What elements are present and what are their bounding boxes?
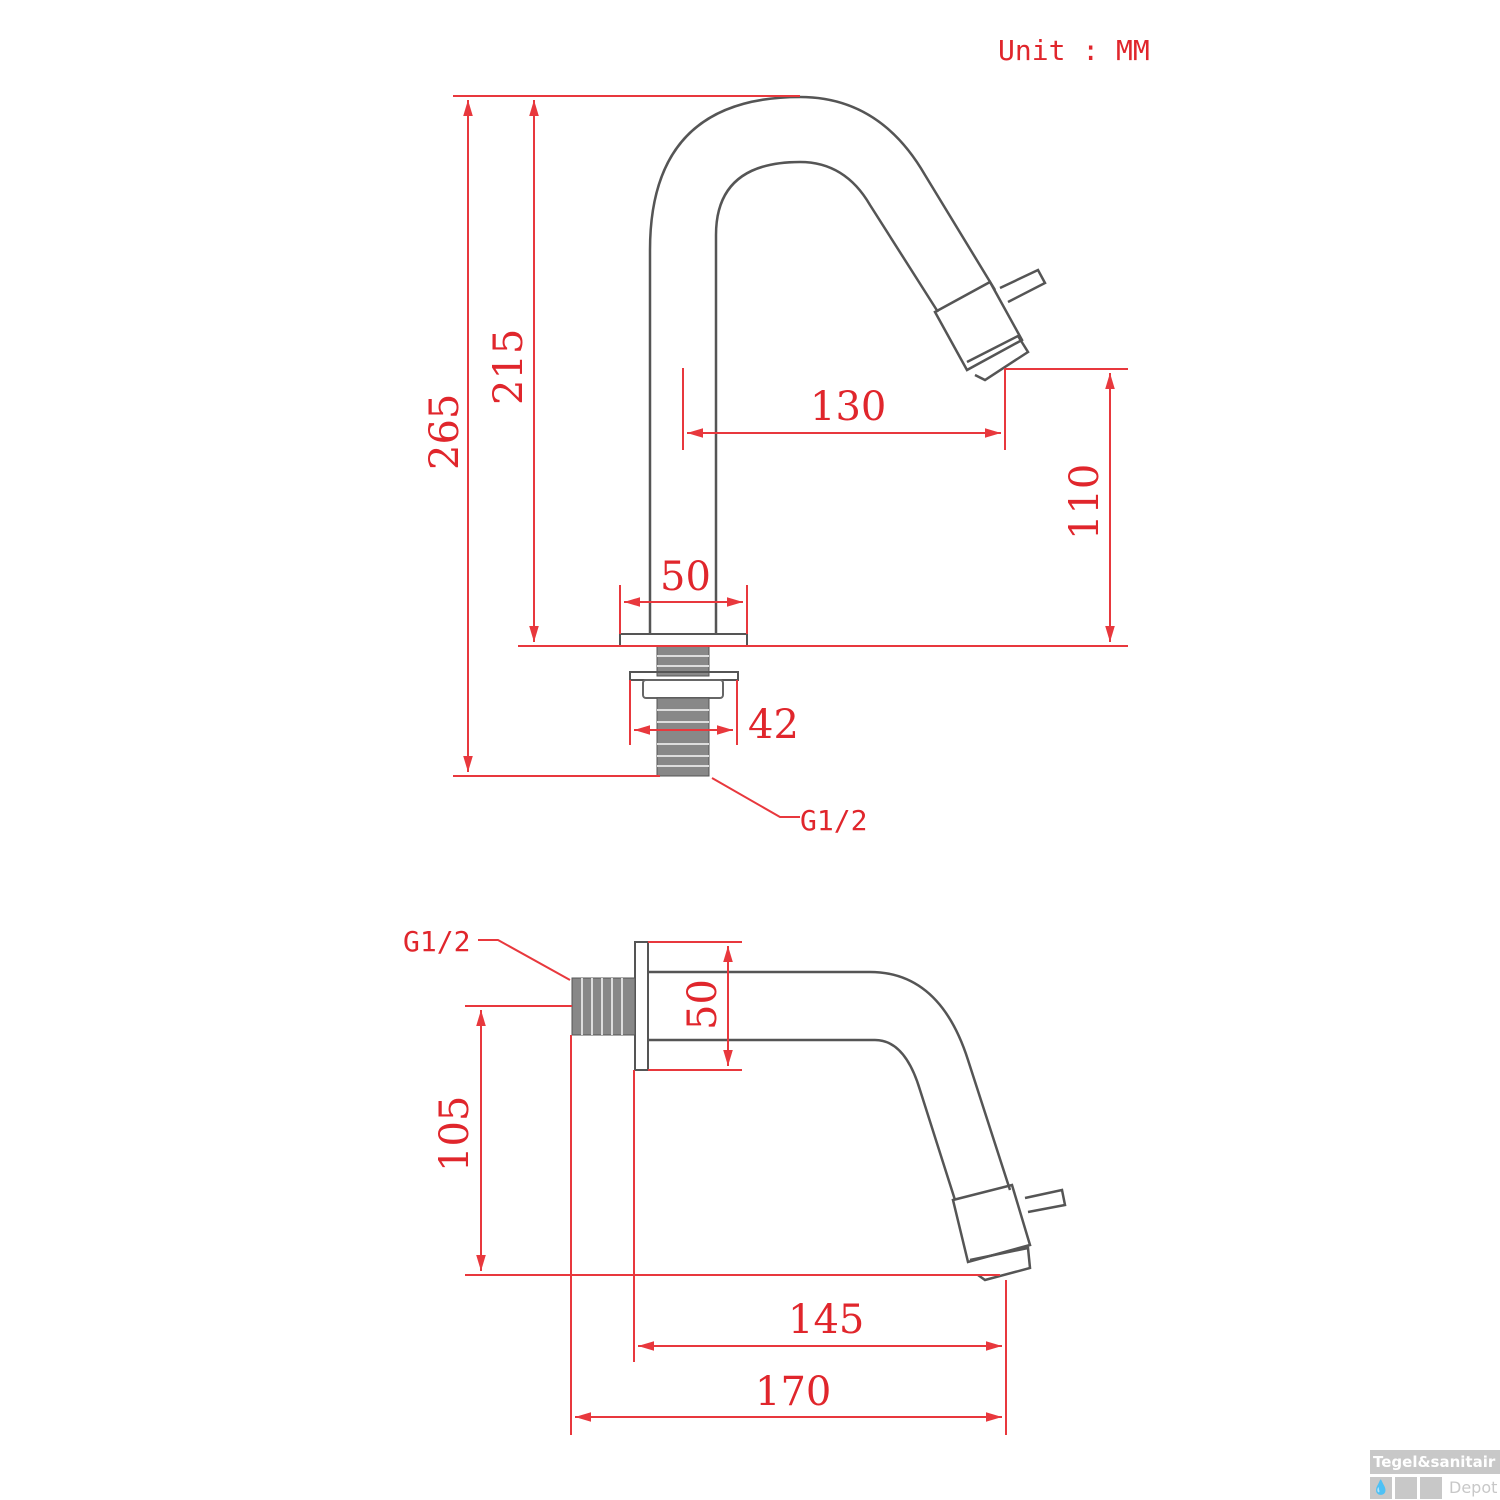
logo-line1: Tegel&sanitair — [1370, 1450, 1500, 1474]
dim-reach: 130 — [810, 384, 886, 430]
brand-logo: Tegel&sanitair 💧 Depot — [1370, 1450, 1500, 1500]
dim-nut-diameter: 42 — [748, 702, 799, 748]
top-view-faucet — [571, 941, 1067, 1282]
thread-label-top: G1/2 — [403, 925, 470, 958]
dim-total-length: 170 — [755, 1369, 831, 1415]
logo-square — [1420, 1477, 1442, 1499]
logo-square — [1395, 1477, 1417, 1499]
logo-line2: Depot — [1449, 1478, 1498, 1497]
dim-reach-from-flange: 145 — [788, 1297, 864, 1343]
top-view-dimensions: G1/2 50 105 145 170 — [403, 925, 1007, 1435]
drop-icon: 💧 — [1370, 1477, 1392, 1499]
dim-spout-height: 215 — [486, 329, 532, 405]
side-view-faucet — [619, 95, 1047, 777]
dim-flange-diameter: 50 — [680, 979, 726, 1030]
dim-offset: 105 — [432, 1096, 478, 1172]
dim-outlet-height: 110 — [1062, 464, 1108, 540]
dim-base-diameter: 50 — [660, 554, 711, 600]
thread-label-side: G1/2 — [800, 804, 867, 837]
dim-total-height: 265 — [422, 394, 468, 470]
side-view-dimensions: 265 215 130 110 50 42 G1/2 — [422, 95, 1128, 837]
unit-label: Unit : MM — [998, 34, 1150, 67]
